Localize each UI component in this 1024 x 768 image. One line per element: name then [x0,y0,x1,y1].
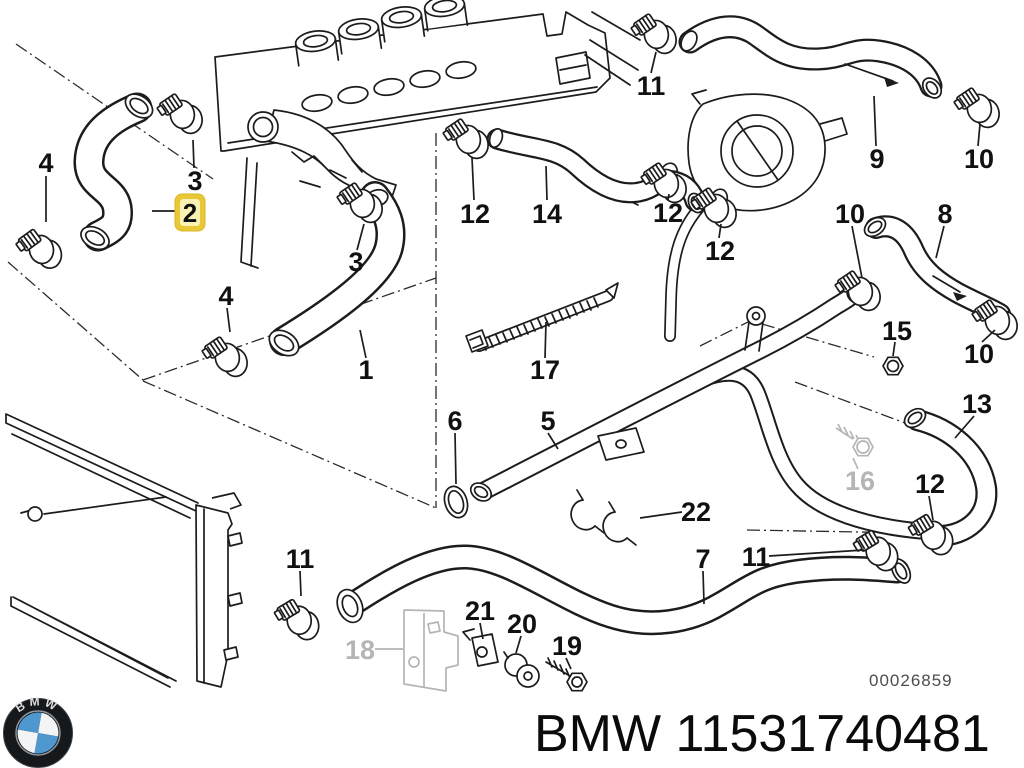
callout-11[interactable]: 11 [637,71,666,101]
callout-14[interactable]: 14 [532,199,562,229]
callout-12[interactable]: 12 [705,236,735,266]
callout-10[interactable]: 10 [964,339,994,369]
clamp-4-left [12,223,65,275]
hose-1 [268,181,406,357]
leader-lines [45,51,996,670]
bracket-18 [403,609,459,692]
screw-19 [545,657,588,692]
callout-4[interactable]: 4 [218,281,233,311]
callout-3[interactable]: 3 [348,247,363,277]
bmw-logo-quarters [17,712,59,754]
clamp-11-left [271,596,321,644]
holder-22 [570,489,637,546]
callout-6[interactable]: 6 [447,406,462,436]
callout-12[interactable]: 12 [915,469,945,499]
callout-11[interactable]: 11 [742,542,771,572]
holder-20 [503,651,540,688]
clamp-4-mid [198,332,250,382]
bolt-16 [835,423,874,457]
clamp-12-a [439,114,491,164]
callout-9[interactable]: 9 [869,144,884,174]
highlighted-part-number[interactable]: 2 [183,198,197,228]
callout-19[interactable]: 19 [552,631,582,661]
callout-12[interactable]: 12 [460,199,490,229]
callout-7[interactable]: 7 [695,544,710,574]
flow-arrow [932,275,967,301]
callout-1[interactable]: 1 [358,355,373,385]
callout-10[interactable]: 10 [835,199,865,229]
callout-12[interactable]: 12 [653,198,683,228]
part-number-caption: BMW 11531740481 [534,705,990,763]
highlighted-callout-2[interactable]: 2 [174,193,206,232]
callout-3[interactable]: 3 [187,166,202,196]
callout-18-muted[interactable]: 18 [345,635,375,665]
bmw-logo: BMW [3,694,73,768]
drawing-number: 00026859 [869,671,953,690]
callout-17[interactable]: 17 [530,355,560,385]
callout-8[interactable]: 8 [937,199,952,229]
callout-5[interactable]: 5 [540,406,555,436]
throttle-body [607,89,848,342]
clamp-11-top [627,9,679,59]
hose-9 [678,15,943,99]
hose-13 [903,407,998,547]
radiator-drain-plug [27,506,43,522]
bmw-logo-letters: BMW [13,694,63,715]
nut-15 [882,356,904,376]
callout-4[interactable]: 4 [38,148,53,178]
engine-block [214,0,641,269]
hose-8 [863,215,1011,325]
oring-6 [443,485,469,519]
callout-13[interactable]: 13 [962,389,992,419]
strap-17 [465,282,619,353]
callout-22[interactable]: 22 [681,497,711,527]
clip-21 [462,628,499,667]
callout-11[interactable]: 11 [286,544,315,574]
clamp-12-d [905,511,955,559]
callout-labels: 4 3 12 14 11 12 12 9 10 10 8 3 4 1 15 10… [38,71,994,665]
callout-10[interactable]: 10 [964,144,994,174]
callout-20[interactable]: 20 [507,609,537,639]
hose-2 [73,92,154,252]
flow-arrow [844,63,899,87]
hose-7 [336,544,912,636]
callout-16-muted[interactable]: 16 [845,466,875,496]
radiator [5,413,243,688]
clamp-3-upper [153,89,205,139]
callout-21[interactable]: 21 [465,596,495,626]
clamp-10-a [950,83,1002,133]
callout-15[interactable]: 15 [882,316,912,346]
